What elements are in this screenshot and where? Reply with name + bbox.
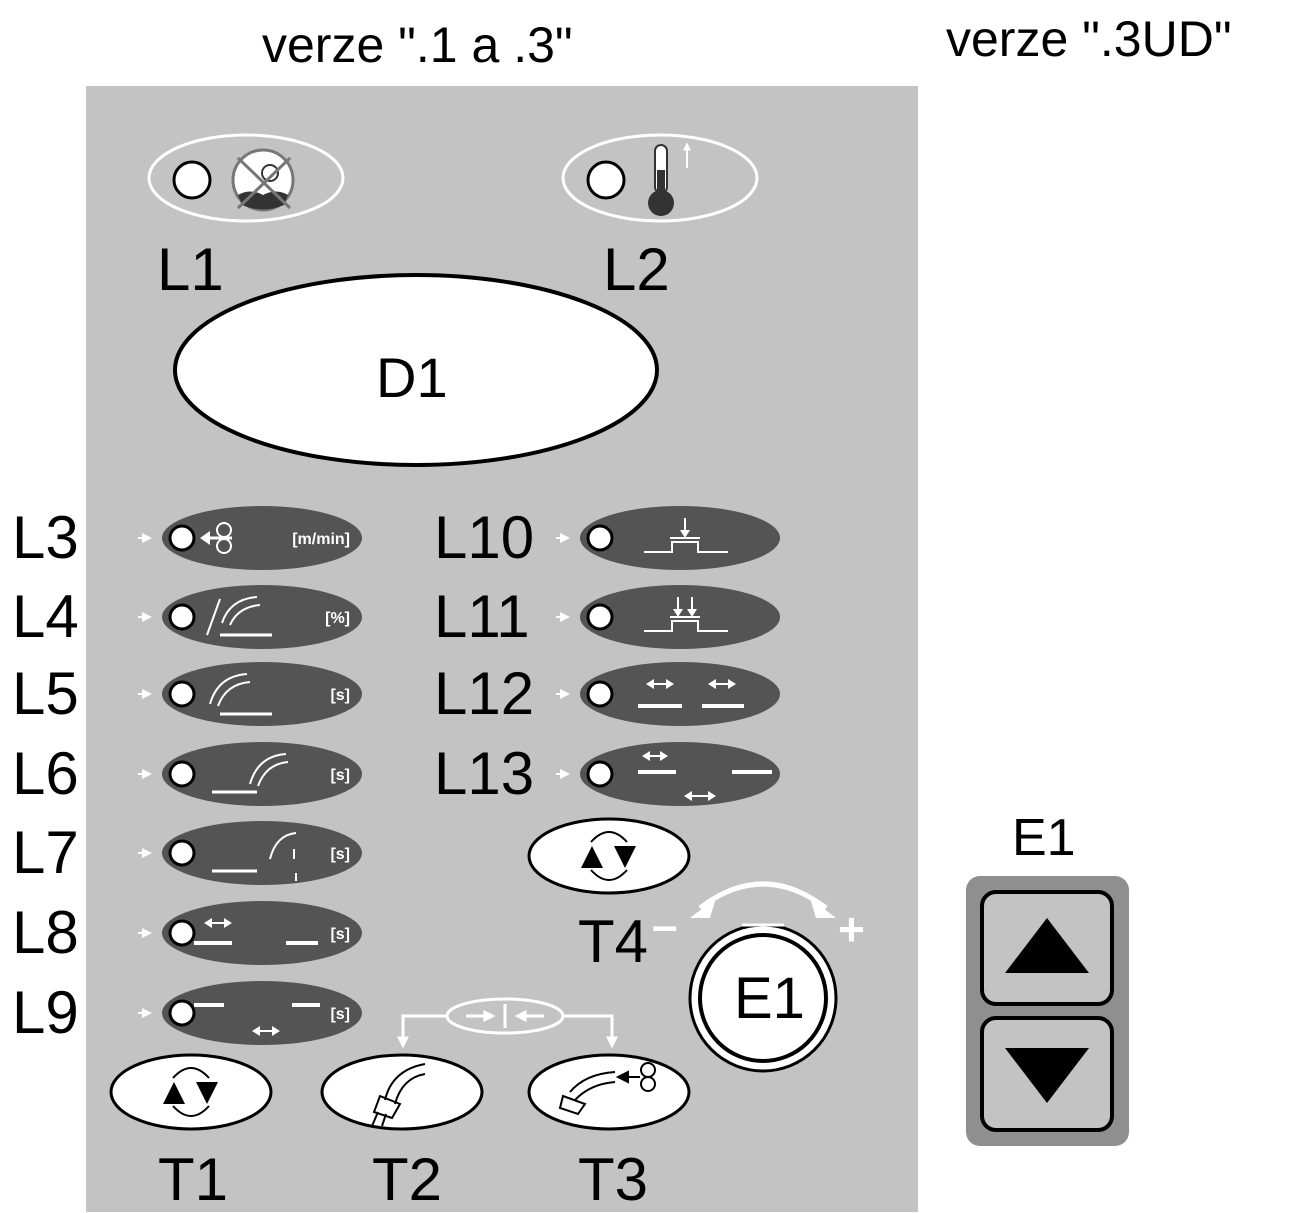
four-stroke-icon [644,597,728,632]
l1-label: L1 [157,236,224,303]
t1-button[interactable] [109,1053,273,1131]
interval-mode-icon [638,751,772,801]
torch-end-icon [212,753,289,794]
led-l11 [556,585,780,649]
led-unit: [s] [330,846,350,863]
l2-label: L2 [603,236,670,303]
torch-burnback-icon [212,832,297,881]
led-l12-label: L12 [434,660,535,727]
indicator-l1 [147,133,345,223]
pause-time-icon [194,1003,320,1036]
led-l4: [%] [138,585,362,649]
led-l3-label: L3 [12,504,79,571]
t4-button[interactable] [527,817,691,895]
led-l9-label: L9 [12,979,79,1046]
gas-test-icon [371,1063,426,1127]
led-l11-label: L11 [434,583,530,650]
led-l9: [s] [138,981,362,1045]
display-d1-label: D1 [376,346,448,409]
t2-button[interactable] [320,1053,484,1131]
t3-label: T3 [578,1146,649,1213]
led-l10 [556,506,780,570]
led-l12 [556,662,780,726]
torch-current-icon [206,596,272,637]
led-l7: [s] [138,821,362,885]
spot-mode-icon [638,679,744,708]
led-l8: [s] [138,901,362,965]
led-unit: [m/min] [292,531,350,548]
thermometer-icon [648,142,691,216]
torch-start-icon [209,673,272,716]
led-l13-label: L13 [434,740,535,807]
led-l7-label: L7 [12,819,79,886]
led-l10-label: L10 [434,504,535,571]
ud-panel [966,876,1129,1146]
led-unit: [%] [325,610,350,627]
led-l8-label: L8 [12,899,79,966]
cycle-arrows-icon [581,831,636,881]
triangle-down-icon[interactable] [1005,1048,1089,1103]
led-unit: [s] [330,687,350,704]
led-l5-label: L5 [12,660,79,727]
led-l6-label: L6 [12,740,79,807]
t4-label: T4 [578,908,649,975]
t2-label: T2 [372,1146,443,1213]
header-left: verze ".1 a .3" [262,17,573,73]
t1-label: T1 [158,1146,229,1213]
led-l5: [s] [138,662,362,726]
t2-t3-connector [397,997,618,1049]
spot-time-icon [194,918,318,945]
led-l3: [m/min] [138,506,362,570]
header-right: verze ".3UD" [946,11,1232,67]
triangle-up-icon[interactable] [1005,918,1089,973]
led-l6: [s] [138,742,362,806]
led-unit: [s] [330,1006,350,1023]
ud-panel-label: E1 [1012,809,1076,867]
wire-inch-icon [558,1062,656,1116]
encoder-e1-label: E1 [734,966,805,1031]
led-unit: [s] [330,926,350,943]
led-unit: [s] [330,767,350,784]
t3-button[interactable] [527,1053,691,1131]
led-l4-label: L4 [12,583,79,650]
cycle-arrows-icon [163,1067,218,1117]
two-stroke-icon [644,518,728,553]
encoder-plus: + [838,903,865,955]
wire-feed-icon [200,522,232,554]
led-l13 [556,742,780,806]
no-water-icon [231,148,295,212]
display-d1 [173,273,659,467]
encoder-rotation-arrow [690,881,836,927]
indicator-l2 [561,133,759,223]
encoder-minus: – [652,899,678,951]
